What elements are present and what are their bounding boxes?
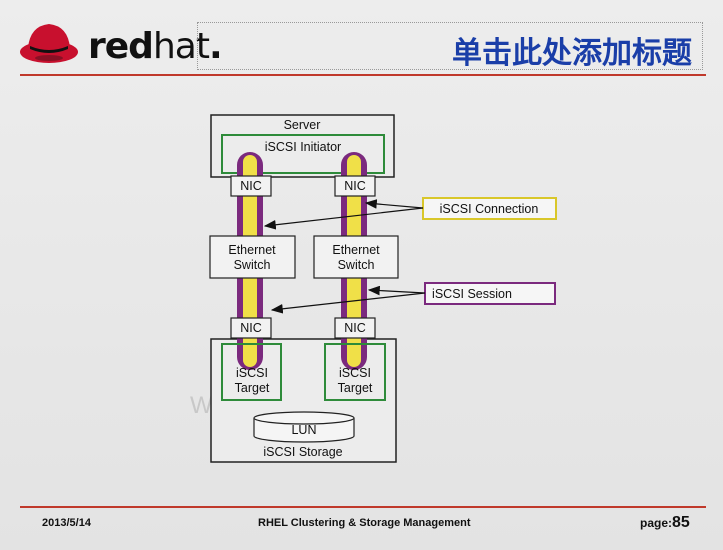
target-right	[324, 343, 386, 401]
initiator-label: iSCSI Initiator	[265, 140, 341, 154]
footer-date: 2013/5/14	[42, 517, 91, 529]
session-arrow-left	[270, 292, 426, 314]
redhat-logo-icon	[20, 24, 78, 63]
nic-top-left	[230, 175, 272, 197]
nic-top-right	[334, 175, 376, 197]
page-number-value: 85	[672, 514, 690, 531]
watermark-text: W	[190, 392, 213, 419]
switch-left-line2: Switch	[234, 258, 271, 272]
title-placeholder[interactable]: 单击此处添加标题	[197, 22, 703, 71]
session-arrow-right	[367, 285, 426, 296]
lun-cylinder-icon	[253, 411, 355, 443]
brand-wordmark: redhat.	[88, 26, 223, 67]
ethernet-switch-left	[209, 235, 296, 279]
target-left-line1: iSCSI	[236, 366, 268, 380]
nic-bottom-right	[334, 317, 376, 339]
page-number: page:85	[640, 514, 690, 532]
switch-left-line1: Ethernet	[228, 243, 276, 257]
header-divider	[20, 74, 706, 76]
footer-divider	[20, 506, 706, 508]
lun-label: LUN	[291, 423, 316, 437]
page-label: page:	[640, 516, 673, 530]
switch-right-line1: Ethernet	[332, 243, 380, 257]
nic-top-left-label: NIC	[240, 179, 262, 193]
storage-label: iSCSI Storage	[263, 445, 342, 459]
connection-arrow-right	[364, 199, 424, 209]
nic-bottom-left	[230, 317, 272, 339]
nic-bottom-right-label: NIC	[344, 321, 366, 335]
nic-top-right-label: NIC	[344, 179, 366, 193]
switch-right-line2: Switch	[338, 258, 375, 272]
target-right-line1: iSCSI	[339, 366, 371, 380]
target-left	[221, 343, 282, 401]
connection-label: iSCSI Connection	[440, 202, 539, 216]
target-left-line2: Target	[235, 381, 270, 395]
target-right-line2: Target	[338, 381, 373, 395]
slide-title[interactable]: 单击此处添加标题	[452, 36, 692, 71]
nic-bottom-left-label: NIC	[240, 321, 262, 335]
initiator-box	[221, 134, 385, 174]
ethernet-switch-right	[313, 235, 399, 279]
footer-title: RHEL Clustering & Storage Management	[258, 517, 471, 529]
connection-arrow-left	[263, 207, 424, 230]
server-label: Server	[284, 118, 321, 132]
session-label: iSCSI Session	[432, 287, 512, 301]
